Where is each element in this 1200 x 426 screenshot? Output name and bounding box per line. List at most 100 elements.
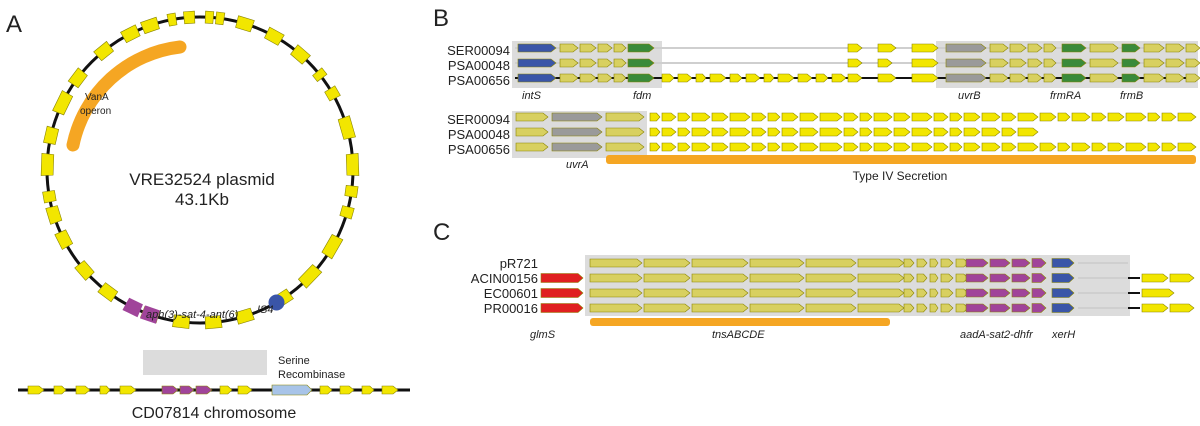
plasmid-gene — [344, 185, 359, 198]
tns-gene — [691, 258, 749, 268]
frmb-gene — [1121, 43, 1141, 53]
plasmid-gene — [290, 44, 311, 65]
vana-label-line1: VanA — [85, 92, 109, 103]
b-top-strain-3: PSA00656 — [448, 73, 510, 88]
serine-recombinase-gene — [271, 384, 313, 396]
plasmid-gene — [54, 229, 74, 250]
fdm-gene — [627, 43, 655, 53]
b-gene — [877, 73, 897, 83]
type-iv-gene — [843, 142, 859, 152]
tns-gene — [643, 288, 691, 298]
type-iv-gene — [981, 142, 1001, 152]
type-iv-gene — [1107, 142, 1125, 152]
tns-gene — [749, 288, 805, 298]
plasmid-gene — [297, 264, 323, 289]
plasmid-gene — [345, 153, 360, 176]
b-insertion-gene — [763, 73, 775, 83]
b-gene — [559, 43, 579, 53]
b-insertion-gene — [815, 73, 829, 83]
xerh-gene — [1051, 303, 1075, 313]
type-iv-gene — [691, 127, 711, 137]
dhfr-gene — [1031, 258, 1047, 268]
c-gene — [903, 303, 915, 313]
chromosome-gene — [319, 385, 333, 395]
plasmid-name: VRE32524 plasmid — [129, 170, 275, 189]
gene-label-fdm: fdm — [633, 90, 651, 102]
type-iv-gene — [981, 112, 1001, 122]
gene-label-aada: aadA-sat2-dhfr — [960, 329, 1034, 341]
plasmid-gene — [45, 205, 63, 225]
gene-label-uvrb: uvrB — [958, 90, 981, 102]
xerh-gene — [1051, 273, 1075, 283]
plasmid-gene — [337, 115, 356, 140]
b-insertion-gene — [729, 73, 743, 83]
aada-gene — [1011, 288, 1031, 298]
type-iv-gene — [981, 127, 1001, 137]
type-iv-secretion-label: Type IV Secretion — [853, 169, 948, 183]
b-gene — [597, 58, 613, 68]
b-gene — [1043, 58, 1057, 68]
type-iv-gene — [1091, 112, 1107, 122]
b-gene — [1089, 73, 1119, 83]
gene-label-uvra: uvrA — [566, 159, 589, 171]
gene-label-tnsabcde: tnsABCDE — [712, 329, 765, 341]
c-gene — [916, 288, 928, 298]
c-strain-3: EC00601 — [484, 286, 538, 301]
tns-gene — [805, 273, 857, 283]
aada-gene — [1011, 303, 1031, 313]
c-gene — [929, 258, 939, 268]
b-insertion-gene — [695, 73, 707, 83]
b-gene — [989, 73, 1009, 83]
tns-gene — [805, 303, 857, 313]
plasmid-gene — [204, 315, 223, 330]
type-iv-gene — [1125, 112, 1147, 122]
plasmid-gene — [93, 40, 115, 62]
tns-gene — [857, 273, 905, 283]
c-strain-2: ACIN00156 — [471, 271, 538, 286]
type-iv-gene — [859, 127, 873, 137]
tnsabcde-bar — [590, 318, 890, 326]
tns-gene — [691, 273, 749, 283]
type-iv-gene — [1001, 127, 1017, 137]
gene-label-frmra: frmRA — [1050, 90, 1081, 102]
b-bot-strain-1: SER00094 — [447, 112, 510, 127]
b-gene — [597, 43, 613, 53]
type-iv-gene — [843, 112, 859, 122]
type-iv-secretion-bar — [606, 155, 1196, 164]
frmra-gene — [1061, 43, 1087, 53]
b-gene — [1089, 58, 1119, 68]
tns-gene — [805, 258, 857, 268]
fdm-gene — [627, 58, 655, 68]
tns-gene — [857, 288, 905, 298]
panel-c: C pR721 ACIN00156 EC00601 PR00016 glmS t… — [433, 219, 1195, 341]
b-gene — [1185, 43, 1200, 53]
b-gene — [877, 58, 893, 68]
type-iv-gene — [873, 127, 893, 137]
frmra-gene — [1061, 58, 1087, 68]
chromosome-gene — [99, 385, 111, 395]
b-gene — [1165, 58, 1185, 68]
c-gene — [1141, 303, 1169, 313]
c-gene — [1141, 273, 1169, 283]
plasmid-gene — [215, 11, 226, 26]
b-bot-strain-2: PSA00048 — [448, 127, 510, 142]
xerh-gene — [1051, 258, 1075, 268]
gene-label-glms: glmS — [530, 329, 556, 341]
b-insertion-gene — [831, 73, 847, 83]
xerh-gene — [1051, 288, 1075, 298]
chromosome-gene — [361, 385, 375, 395]
b-gene — [613, 58, 627, 68]
plasmid-gene — [321, 234, 344, 260]
b-bot-strain-3: PSA00656 — [448, 142, 510, 157]
tns-gene — [589, 288, 643, 298]
tns-gene — [857, 258, 905, 268]
type-iv-gene — [767, 127, 781, 137]
b-gene — [1043, 73, 1057, 83]
chromosome-resistance-gene — [179, 385, 195, 395]
plasmid-gene — [324, 85, 341, 102]
c-gene — [916, 303, 928, 313]
plasmid-gene — [43, 125, 60, 145]
tns-gene — [691, 288, 749, 298]
gene-label-frmb: frmB — [1120, 90, 1143, 102]
plasmid-gene — [52, 90, 74, 116]
